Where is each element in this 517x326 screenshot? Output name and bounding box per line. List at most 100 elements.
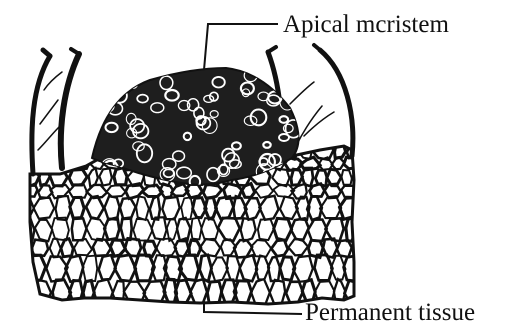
tissue-cell <box>65 144 79 158</box>
tissue-cell <box>35 220 52 242</box>
tissue-cell <box>114 304 129 326</box>
tissue-cell <box>76 305 94 325</box>
tissue-cell <box>362 144 377 159</box>
tissue-cell <box>274 218 292 240</box>
tissue-cell <box>156 239 176 257</box>
tissue-cell <box>83 256 98 281</box>
tissue-cell <box>191 218 202 240</box>
tissue-cell <box>359 159 370 169</box>
tissue-cell <box>18 239 29 257</box>
left-leaf-primordium <box>32 49 79 174</box>
tissue-cell <box>120 198 136 219</box>
tissue-cell <box>176 304 195 326</box>
tissue-cell <box>27 304 45 326</box>
tissue-cell <box>34 197 55 219</box>
tissue-cell <box>107 185 126 197</box>
meristem-cell <box>278 74 292 87</box>
meristem-cell <box>102 99 114 112</box>
tissue-cell <box>99 169 111 186</box>
tissue-cell <box>258 219 274 240</box>
tissue-cell <box>42 157 60 170</box>
tissue-cell <box>50 239 61 258</box>
tissue-cell <box>86 218 105 241</box>
tissue-cell <box>53 280 71 306</box>
tissue-cell <box>357 196 372 218</box>
tissue-cell <box>357 255 375 282</box>
tissue-cell <box>337 240 352 257</box>
tissue-cell <box>218 218 240 241</box>
tissue-cell <box>32 240 49 256</box>
meristem-dome <box>92 68 299 185</box>
tissue-cell <box>181 197 193 219</box>
tissue-cell <box>340 198 358 220</box>
tissue-cell <box>240 255 257 281</box>
tissue-cell <box>251 279 270 306</box>
tissue-cell <box>99 255 116 280</box>
tissue-cell <box>20 279 32 305</box>
tissue-cell <box>167 218 178 241</box>
tissue-cell <box>89 168 98 186</box>
tissue-cell <box>157 305 174 326</box>
tissue-cell <box>342 170 352 185</box>
tissue-cell <box>52 218 69 241</box>
tissue-cell <box>94 306 112 325</box>
tissue-cell <box>121 218 132 240</box>
tissue-cell <box>211 257 228 281</box>
tissue-cell <box>124 282 145 306</box>
tissue-cell <box>190 279 207 304</box>
tissue-cell <box>86 196 104 219</box>
tissue-cell <box>270 280 285 304</box>
tissue-cell <box>83 281 94 305</box>
tissue-cell <box>308 220 327 242</box>
tissue-cell <box>104 218 119 240</box>
tissue-cell <box>310 184 325 197</box>
tissue-cell <box>104 196 119 220</box>
tissue-cell <box>291 218 309 240</box>
tissue-cell <box>129 303 143 324</box>
tissue-cell <box>357 185 370 199</box>
tissue-cell <box>355 219 376 240</box>
tissue-cell <box>32 280 51 306</box>
tissue-cell <box>252 305 270 324</box>
tissue-cell <box>272 169 289 187</box>
tissue-cell <box>114 168 127 185</box>
tissue-cell <box>115 255 136 281</box>
tissue-cell <box>344 157 358 168</box>
tissue-cell <box>70 197 84 218</box>
tissue-cell <box>61 239 73 257</box>
tissue-cell <box>150 196 160 220</box>
tissue-cell <box>271 240 288 256</box>
tissue-cell <box>72 218 87 240</box>
permanent-tissue-label: Permanent tissue <box>305 299 475 326</box>
tissue-cell <box>110 240 125 256</box>
tissue-cell <box>113 281 124 305</box>
meristem-cell <box>115 70 130 83</box>
tissue-cell <box>200 255 212 282</box>
meristem-cell <box>131 70 139 78</box>
meristem-cell <box>283 88 293 99</box>
tissue-cell <box>177 218 190 241</box>
tissue-cell <box>268 257 280 281</box>
meristem-cell <box>98 73 113 89</box>
tissue-cell <box>162 197 179 219</box>
tissue-cell <box>251 240 271 257</box>
tissue-cell <box>133 219 152 241</box>
tissue-cell <box>259 196 278 220</box>
tissue-cell <box>43 303 58 324</box>
meristem-cell <box>102 71 109 79</box>
tissue-cell <box>94 280 113 306</box>
tissue-cell <box>39 169 50 185</box>
apical-meristem-label: Apical mcristem <box>283 11 449 38</box>
tissue-cell <box>57 303 77 326</box>
tissue-cell <box>241 218 256 241</box>
tissue-cell <box>201 218 218 240</box>
tissue-cell <box>141 305 156 325</box>
tissue-cell <box>288 239 308 255</box>
tissue-cell <box>215 196 233 219</box>
tissue-cell <box>200 239 221 256</box>
meristem-cell <box>129 80 137 88</box>
apical-meristem-leader-line <box>204 24 278 70</box>
tissue-cell <box>212 305 232 325</box>
tissue-cell <box>136 196 149 220</box>
